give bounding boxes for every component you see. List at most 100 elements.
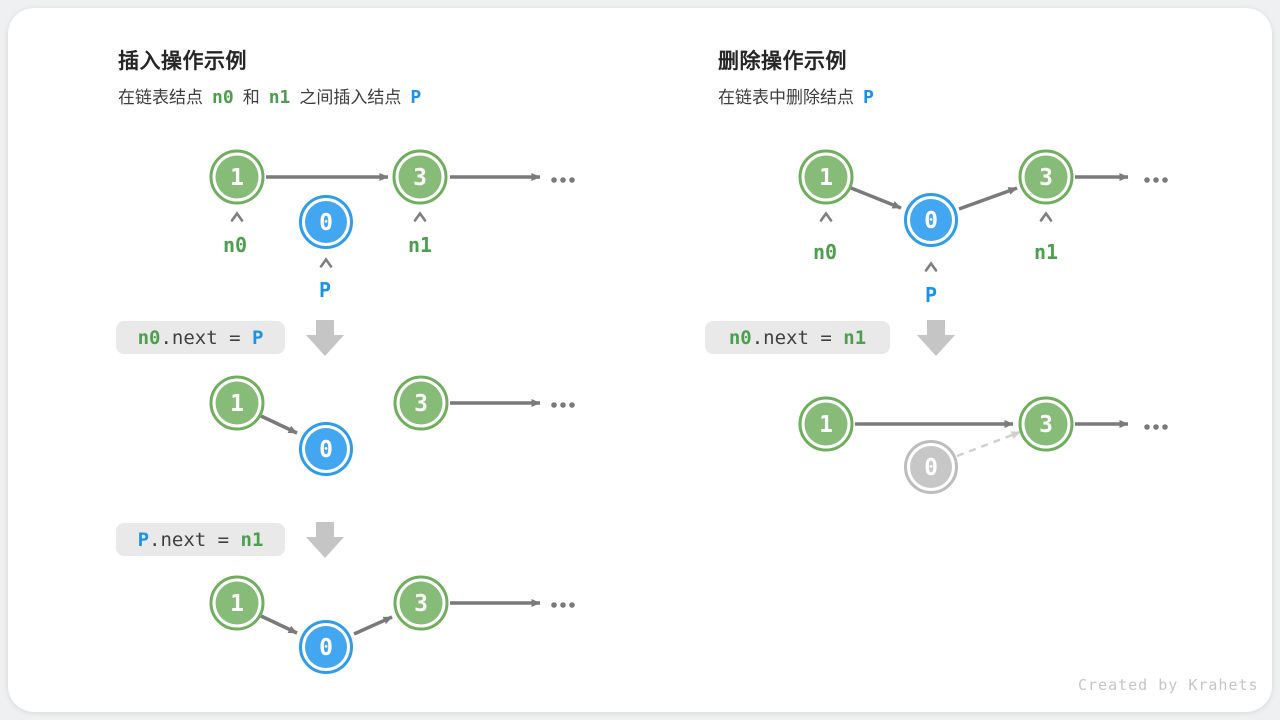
token-n1: n1	[268, 87, 291, 108]
ellipsis-icon	[551, 177, 575, 183]
subtitle-text: 在链表中删除结点	[718, 88, 854, 107]
node-p-removed: 0	[904, 440, 958, 494]
node-fill	[398, 155, 442, 199]
step-down-arrow-icon	[917, 320, 955, 356]
node-value: 1	[230, 591, 244, 617]
left-row1: 1 0 3 n0 P n1	[209, 149, 575, 302]
left-row3: 1 0 3	[209, 575, 575, 674]
pointer-label-n1: n1	[1034, 240, 1058, 264]
node-3: 3	[1018, 396, 1074, 452]
node-fill	[399, 581, 443, 625]
step-down-arrow-icon	[306, 522, 344, 558]
pointer-label-n0: n0	[223, 233, 247, 257]
node-fill	[910, 446, 952, 488]
ellipsis-icon	[551, 602, 575, 608]
subtitle-text: 之间插入结点	[299, 88, 402, 107]
token-n0: n0	[212, 87, 234, 108]
node-3: 3	[393, 575, 449, 631]
node-p: 0	[299, 195, 353, 249]
node-1: 1	[798, 396, 854, 452]
node-fill	[1024, 155, 1068, 199]
removed-next-arrow-dashed	[956, 430, 1021, 458]
node-value: 1	[819, 165, 833, 191]
node-value: 0	[924, 208, 938, 234]
code-box-p-next-n1: P.next = n1	[116, 523, 285, 556]
node-value: 0	[319, 635, 333, 661]
code-mid: .next =	[149, 528, 241, 551]
code-rhs: n1	[843, 326, 867, 349]
left-panel-subtitle: 在链表结点 n0 和 n1 之间插入结点 P	[118, 83, 430, 108]
code-rhs: n1	[240, 528, 264, 551]
pointer-label-p: P	[319, 278, 331, 302]
right-panel-subtitle: 在链表中删除结点 P	[718, 83, 883, 108]
token-p: P	[410, 87, 422, 108]
node-value: 3	[414, 591, 428, 617]
caret-up-icon	[230, 211, 244, 222]
code-mid: .next =	[751, 326, 844, 349]
subtitle-text: 和	[242, 88, 260, 107]
caret-up-icon	[924, 261, 938, 272]
ellipsis-icon	[1144, 177, 1168, 183]
code-box-n0-next-p: n0.next = P	[116, 321, 285, 354]
node-fill	[804, 402, 848, 446]
node-1: 1	[209, 149, 265, 205]
node-fill	[910, 199, 952, 241]
pointer-label-n1: n1	[408, 233, 432, 257]
left-row2: 1 0 3	[209, 375, 575, 476]
node-1: 1	[209, 575, 265, 631]
next-arrow	[353, 615, 393, 636]
node-value: 3	[1039, 412, 1053, 438]
code-lhs: n0	[728, 326, 752, 349]
node-value: 3	[1039, 165, 1053, 191]
subtitle-text: 在链表结点	[118, 88, 203, 107]
node-p: 0	[904, 193, 958, 247]
node-fill	[215, 581, 259, 625]
caret-up-icon	[319, 257, 333, 268]
node-3: 3	[393, 375, 449, 431]
pointer-label-p: P	[925, 283, 937, 307]
node-fill	[305, 201, 347, 243]
node-fill	[215, 155, 259, 199]
node-fill	[215, 381, 259, 425]
right-panel-title: 删除操作示例	[718, 50, 847, 73]
next-arrow	[260, 614, 298, 635]
code-lhs: P	[137, 528, 150, 551]
left-panel-title: 插入操作示例	[118, 50, 247, 73]
node-value: 0	[319, 210, 333, 236]
ellipsis-icon	[1144, 424, 1168, 430]
caret-up-icon	[413, 211, 427, 222]
node-value: 0	[924, 455, 938, 481]
ellipsis-icon	[551, 402, 575, 408]
code-box-n0-next-n1: n0.next = n1	[705, 321, 890, 354]
next-arrow	[260, 414, 298, 435]
node-1: 1	[798, 149, 854, 205]
right-row1: 1 0 3 n0 P n1	[798, 149, 1168, 307]
node-value: 3	[414, 391, 428, 417]
caret-up-icon	[819, 211, 833, 222]
node-p: 0	[299, 422, 353, 476]
code-mid: .next =	[160, 326, 252, 349]
next-arrow	[958, 186, 1018, 211]
node-value: 0	[319, 437, 333, 463]
code-lhs: n0	[137, 326, 161, 349]
node-value: 1	[819, 412, 833, 438]
node-fill	[305, 626, 347, 668]
node-fill	[305, 428, 347, 470]
code-rhs: P	[251, 326, 264, 349]
node-1: 1	[209, 375, 265, 431]
step-down-arrow-icon	[306, 320, 344, 356]
node-3: 3	[392, 149, 448, 205]
node-p: 0	[299, 620, 353, 674]
pointer-label-n0: n0	[813, 240, 837, 264]
node-3: 3	[1018, 149, 1074, 205]
caret-up-icon	[1039, 211, 1053, 222]
node-value: 1	[230, 165, 244, 191]
node-fill	[804, 155, 848, 199]
right-row2: 1 0 3	[798, 396, 1168, 494]
node-fill	[1024, 402, 1068, 446]
node-value: 1	[230, 391, 244, 417]
token-p: P	[863, 87, 874, 108]
next-arrow	[850, 186, 902, 210]
node-value: 3	[413, 165, 427, 191]
